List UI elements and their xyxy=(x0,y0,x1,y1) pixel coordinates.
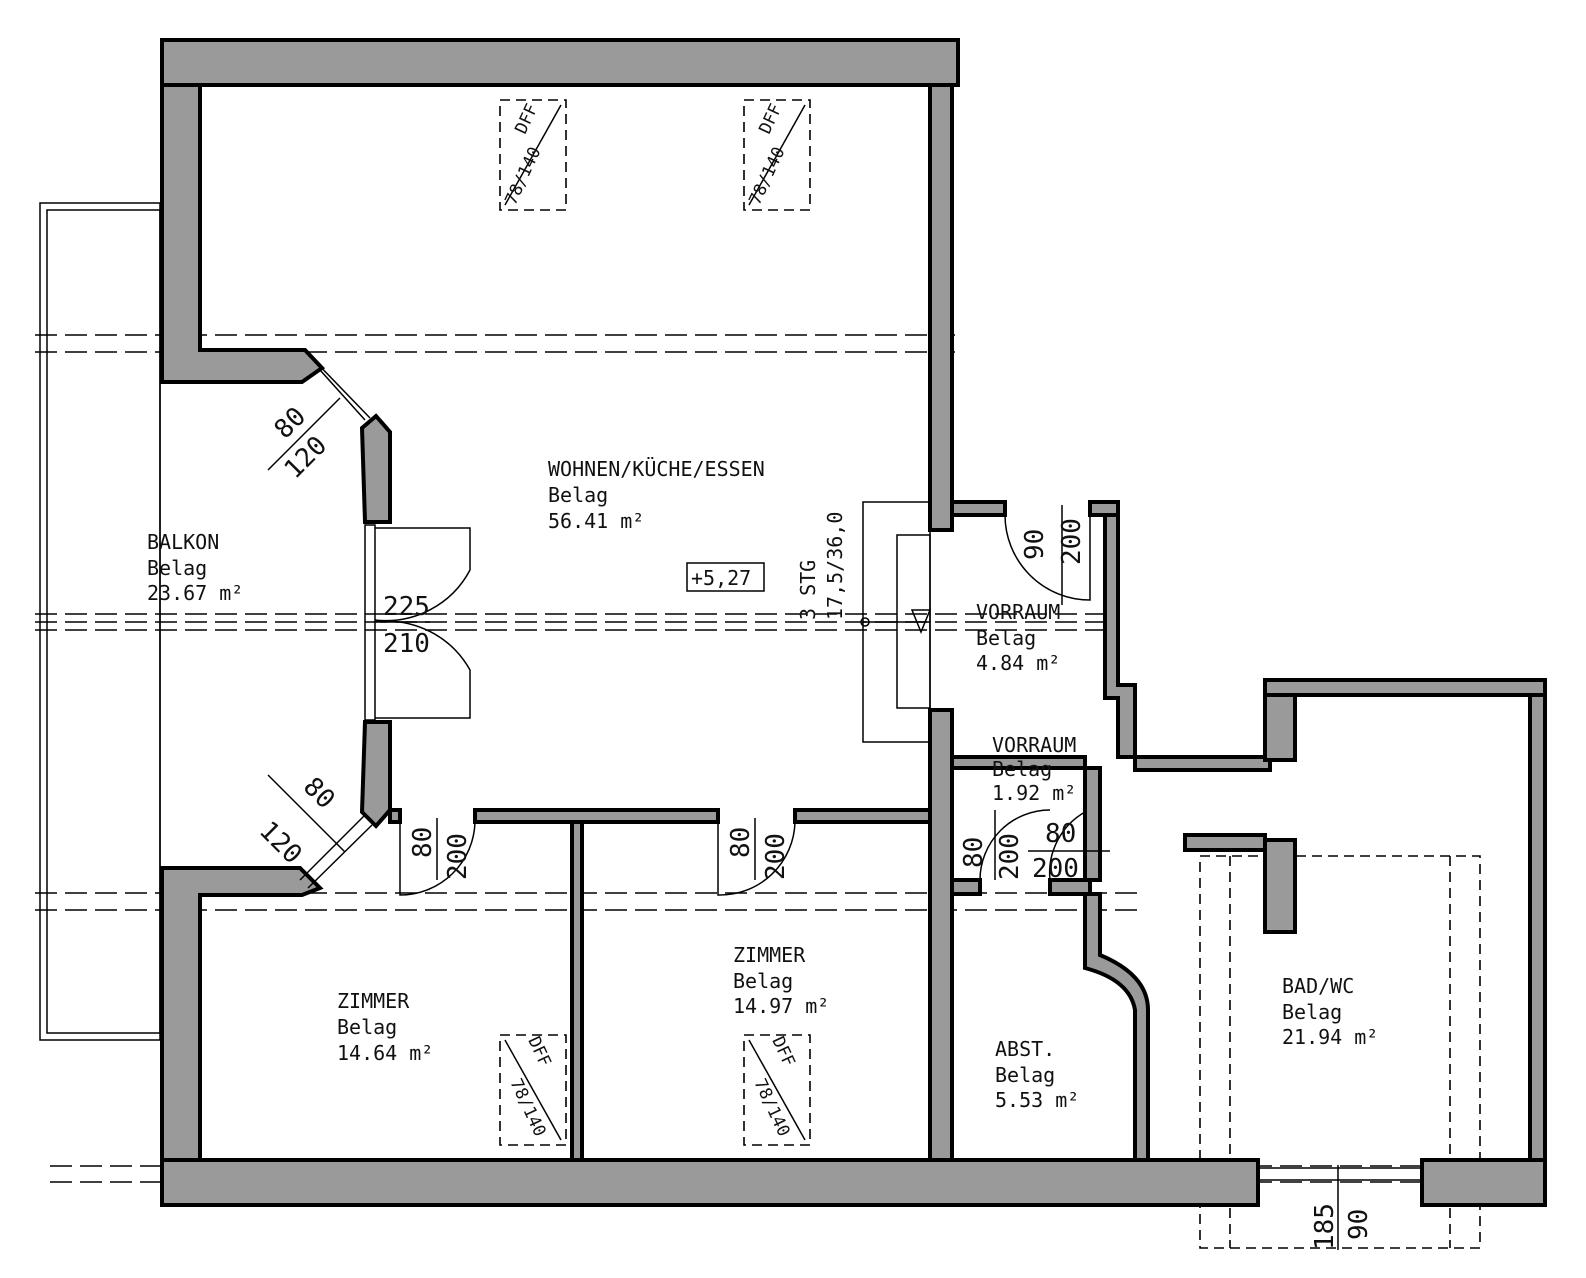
walls xyxy=(160,38,1547,1207)
skylight-3: DFF 78/140 xyxy=(499,1034,567,1146)
room-zimmer-1: ZIMMER Belag 14.64 m² xyxy=(337,989,433,1065)
room-bad: BAD/WC Belag 21.94 m² xyxy=(1282,974,1378,1049)
room-wohnen: WOHNEN/KÜCHE/ESSEN Belag 56.41 m² xyxy=(548,457,765,533)
room-floor: Belag xyxy=(733,969,793,993)
skylight-label: DFF xyxy=(511,101,542,137)
skylight-label: DFF xyxy=(523,1034,554,1070)
dim-height: 90 xyxy=(1344,1209,1374,1240)
roof-lines xyxy=(35,61,1545,1249)
skylight-label: DFF xyxy=(755,101,786,137)
stairs-count: 3 STG xyxy=(796,560,820,620)
dim-width: 185 xyxy=(1310,1203,1340,1250)
room-area: 1.92 m² xyxy=(992,781,1076,805)
room-balkon: BALKON Belag 23.67 m² xyxy=(147,530,243,605)
room-vorraum-1: VORRAUM Belag 4.84 m² xyxy=(976,600,1060,675)
room-area: 14.64 m² xyxy=(337,1041,433,1065)
dim-width: 80 xyxy=(297,772,340,815)
skylight-4: DFF 78/140 xyxy=(743,1034,811,1146)
skylight-label: DFF xyxy=(767,1034,798,1070)
room-floor: Belag xyxy=(1282,1000,1342,1024)
dim-height: 200 xyxy=(1032,854,1079,884)
room-floor: Belag xyxy=(548,483,608,507)
windows xyxy=(299,357,1423,1250)
dim-height: 200 xyxy=(995,833,1025,880)
room-name: ZIMMER xyxy=(337,989,410,1013)
room-area: 5.53 m² xyxy=(995,1088,1079,1112)
room-name: WOHNEN/KÜCHE/ESSEN xyxy=(548,457,765,481)
room-name: BAD/WC xyxy=(1282,974,1354,998)
room-name: ZIMMER xyxy=(733,943,806,967)
dim-height: 200 xyxy=(443,833,473,880)
room-area: 23.67 m² xyxy=(147,581,243,605)
stairs-ratio: 17,5/36,0 xyxy=(823,512,847,620)
dim-height: 210 xyxy=(383,629,430,659)
skylight-size: 78/140 xyxy=(501,144,545,208)
room-area: 56.41 m² xyxy=(548,509,644,533)
room-abst: ABST. Belag 5.53 m² xyxy=(995,1037,1079,1112)
stairs: 3 STG 17,5/36,0 xyxy=(796,501,932,743)
room-area: 14.97 m² xyxy=(733,994,829,1018)
room-name: ABST. xyxy=(995,1037,1055,1061)
dim-width: 80 xyxy=(408,827,438,858)
room-area: 4.84 m² xyxy=(976,651,1060,675)
room-floor: Belag xyxy=(147,556,207,580)
dim-width: 90 xyxy=(1020,529,1050,560)
room-floor: Belag xyxy=(992,757,1052,781)
room-zimmer-2: ZIMMER Belag 14.97 m² xyxy=(733,943,829,1018)
room-vorraum-2: VORRAUM Belag 1.92 m² xyxy=(992,733,1076,805)
dim-height: 120 xyxy=(253,816,307,870)
skylight-1: DFF 78/140 xyxy=(499,99,567,211)
dim-width: 80 xyxy=(726,827,756,858)
level-marker: +5,27 xyxy=(686,562,765,592)
skylight-size: 78/140 xyxy=(745,144,789,208)
dim-width: 80 xyxy=(1045,819,1076,849)
room-name: BALKON xyxy=(147,530,219,554)
room-floor: Belag xyxy=(995,1063,1055,1087)
room-name: VORRAUM xyxy=(992,733,1076,757)
dim-height: 200 xyxy=(1057,518,1087,565)
dim-height: 200 xyxy=(761,833,791,880)
room-floor: Belag xyxy=(337,1015,397,1039)
dim-width: 225 xyxy=(383,592,430,622)
room-floor: Belag xyxy=(976,626,1036,650)
room-name: VORRAUM xyxy=(976,600,1060,624)
dimensions: 80 120 80 120 225 210 90 200 80 200 80 2… xyxy=(253,397,1374,1250)
room-area: 21.94 m² xyxy=(1282,1025,1378,1049)
skylight-2: DFF 78/140 xyxy=(743,99,811,211)
level-value: +5,27 xyxy=(691,566,751,590)
dim-width: 80 xyxy=(959,837,989,868)
